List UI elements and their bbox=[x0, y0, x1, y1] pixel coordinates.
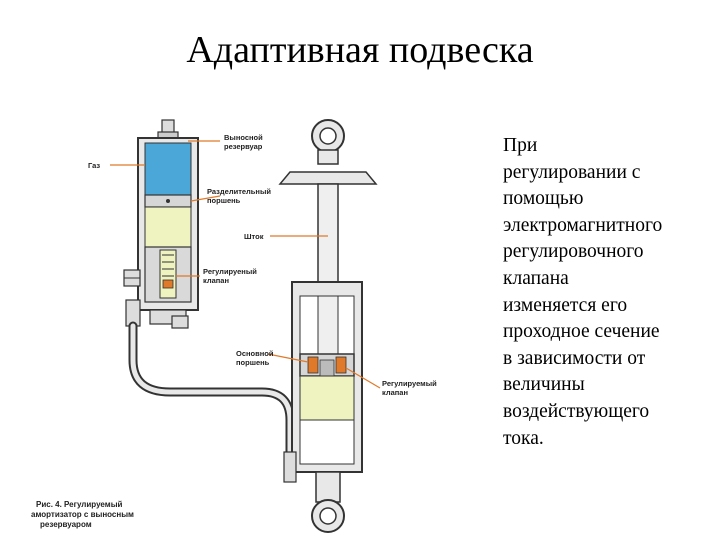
gas-chamber bbox=[144, 142, 192, 196]
label-rod: Шток bbox=[244, 232, 264, 241]
body-line: При bbox=[503, 135, 538, 156]
body-line: электромагнитного bbox=[503, 214, 663, 236]
body-line: помощью bbox=[503, 188, 584, 210]
label-separating-piston-2: поршень bbox=[207, 196, 241, 205]
label-main-piston-2: поршень bbox=[236, 358, 270, 367]
cylinder-oil bbox=[299, 375, 355, 421]
label-gas: Газ bbox=[88, 161, 100, 170]
slide-body-text: При регулировании с помощью электромагни… bbox=[503, 133, 713, 452]
label-adjustable-valve-bottom: Регулируемый bbox=[382, 379, 437, 388]
label-separating-piston: Разделительный bbox=[207, 187, 271, 196]
slide-title: Адаптивная подвеска bbox=[186, 29, 534, 71]
label-remote-tank: Выносной bbox=[224, 133, 263, 142]
label-main-piston: Основной bbox=[236, 349, 274, 358]
leader-lines bbox=[110, 140, 381, 389]
reservoir-oil bbox=[144, 206, 192, 248]
body-line: изменяется его bbox=[503, 294, 628, 316]
body-line: воздействующего bbox=[503, 400, 650, 422]
body-line: величины bbox=[503, 374, 585, 396]
main-damper bbox=[278, 119, 378, 533]
label-adjustable-valve-bottom-2: клапан bbox=[382, 388, 408, 397]
piston-rod bbox=[317, 183, 339, 297]
label-adjustable-valve-top: Регулируеный bbox=[203, 267, 257, 276]
body-line: тока. bbox=[503, 427, 544, 449]
body-line: регулировании с bbox=[503, 161, 641, 183]
figure-caption-line2: амортизатор с выносным bbox=[31, 510, 134, 519]
shock-absorber-diagram: Газ Выносной резервуар Разделительный по… bbox=[31, 119, 437, 533]
label-adjustable-valve-top-2: клапан bbox=[203, 276, 229, 285]
remote-reservoir bbox=[123, 119, 199, 329]
body-line: проходное сечение bbox=[503, 321, 660, 343]
body-line: в зависимости от bbox=[503, 347, 646, 369]
body-line: клапана bbox=[503, 267, 569, 289]
body-line: регулировочного bbox=[503, 241, 644, 263]
figure-caption-line3: резервуаром bbox=[40, 520, 92, 529]
label-remote-tank-2: резервуар bbox=[224, 142, 263, 151]
figure-caption-line1: Рис. 4. Регулируемый bbox=[36, 500, 123, 509]
